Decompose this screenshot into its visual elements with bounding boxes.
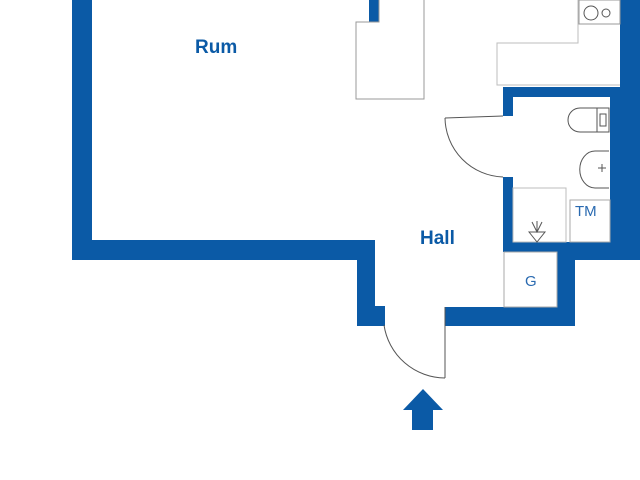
entrance-arrow-icon [403, 389, 443, 430]
washer-label: TM [575, 203, 597, 220]
shower-drain-icon [527, 221, 547, 243]
room-label-hall: Hall [420, 228, 455, 249]
stove-burner [583, 5, 599, 21]
walls [72, 0, 640, 326]
fixtures [355, 0, 621, 308]
stove-burner [601, 8, 611, 18]
sink-icon [579, 150, 609, 189]
toilet-icon [567, 107, 609, 133]
wardrobe-label: G [525, 273, 537, 290]
entrance-door[interactable] [383, 307, 446, 379]
bathroom-door[interactable] [444, 115, 504, 178]
room-label-rum: Rum [195, 37, 238, 58]
